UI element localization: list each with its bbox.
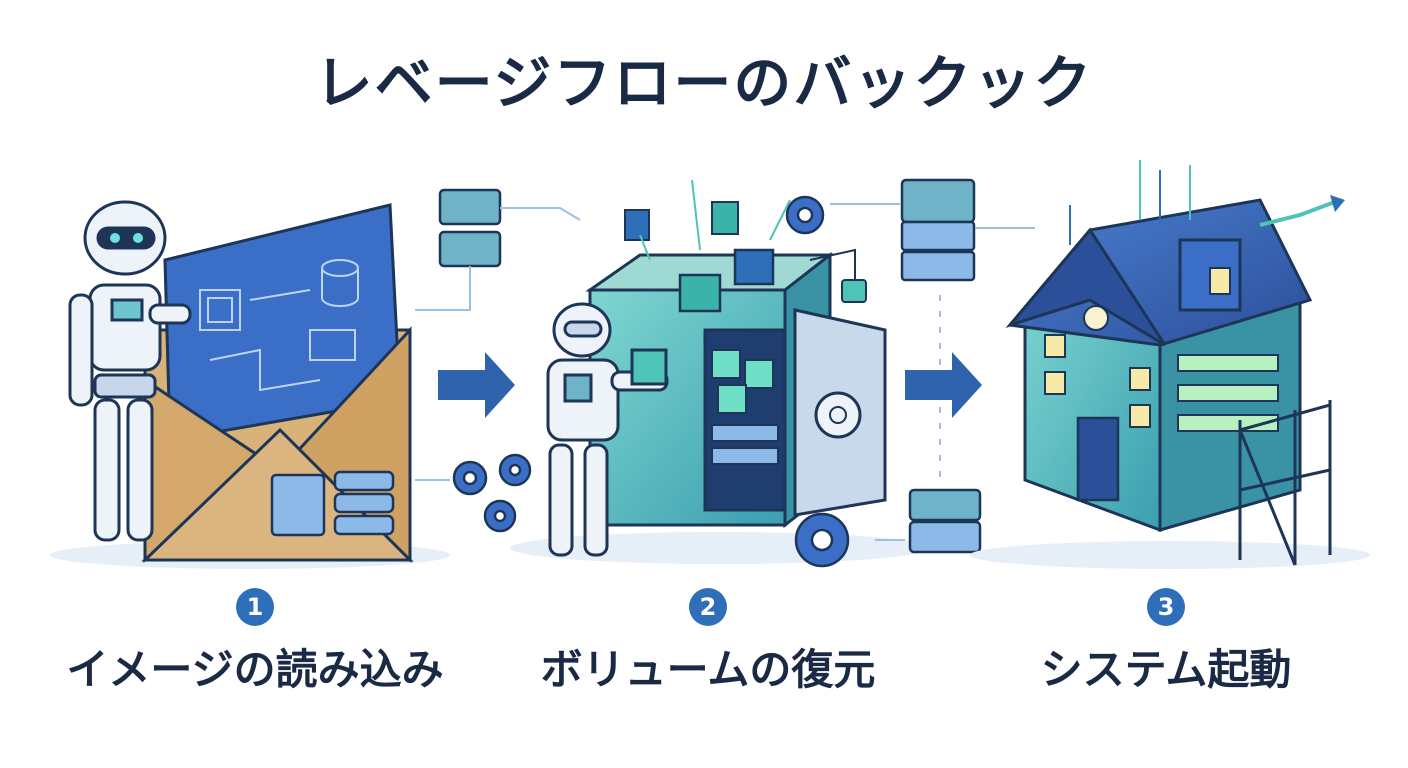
step-number-2: 2 [689,588,727,626]
server-stack-icon [438,188,502,268]
document-icon [270,473,326,537]
scaffold-icon [1238,400,1332,566]
database-icon [333,470,395,536]
step3-illustration [970,160,1370,569]
arrow-icon [438,352,515,418]
robot-icon [546,302,669,557]
door-icon [1076,416,1120,502]
server-stack-icon [900,178,976,282]
trend-arrow-icon [1259,198,1341,227]
step-number-1: 1 [236,588,274,626]
step-label-1: イメージの読み込み [66,645,444,694]
step2-illustration [452,179,930,568]
page-title: レベージフローのバックック [314,49,1094,117]
lock-icon [841,279,867,303]
server-stack-icon [908,488,982,554]
gear-icon [452,195,850,568]
arrow-icon [905,352,982,418]
robot-icon [68,200,192,542]
step-label-3: システム起動 [1040,645,1292,694]
step-label-2: ボリュームの復元 [540,645,876,694]
step-number-3: 3 [1147,588,1185,626]
step1-illustration [50,200,450,569]
